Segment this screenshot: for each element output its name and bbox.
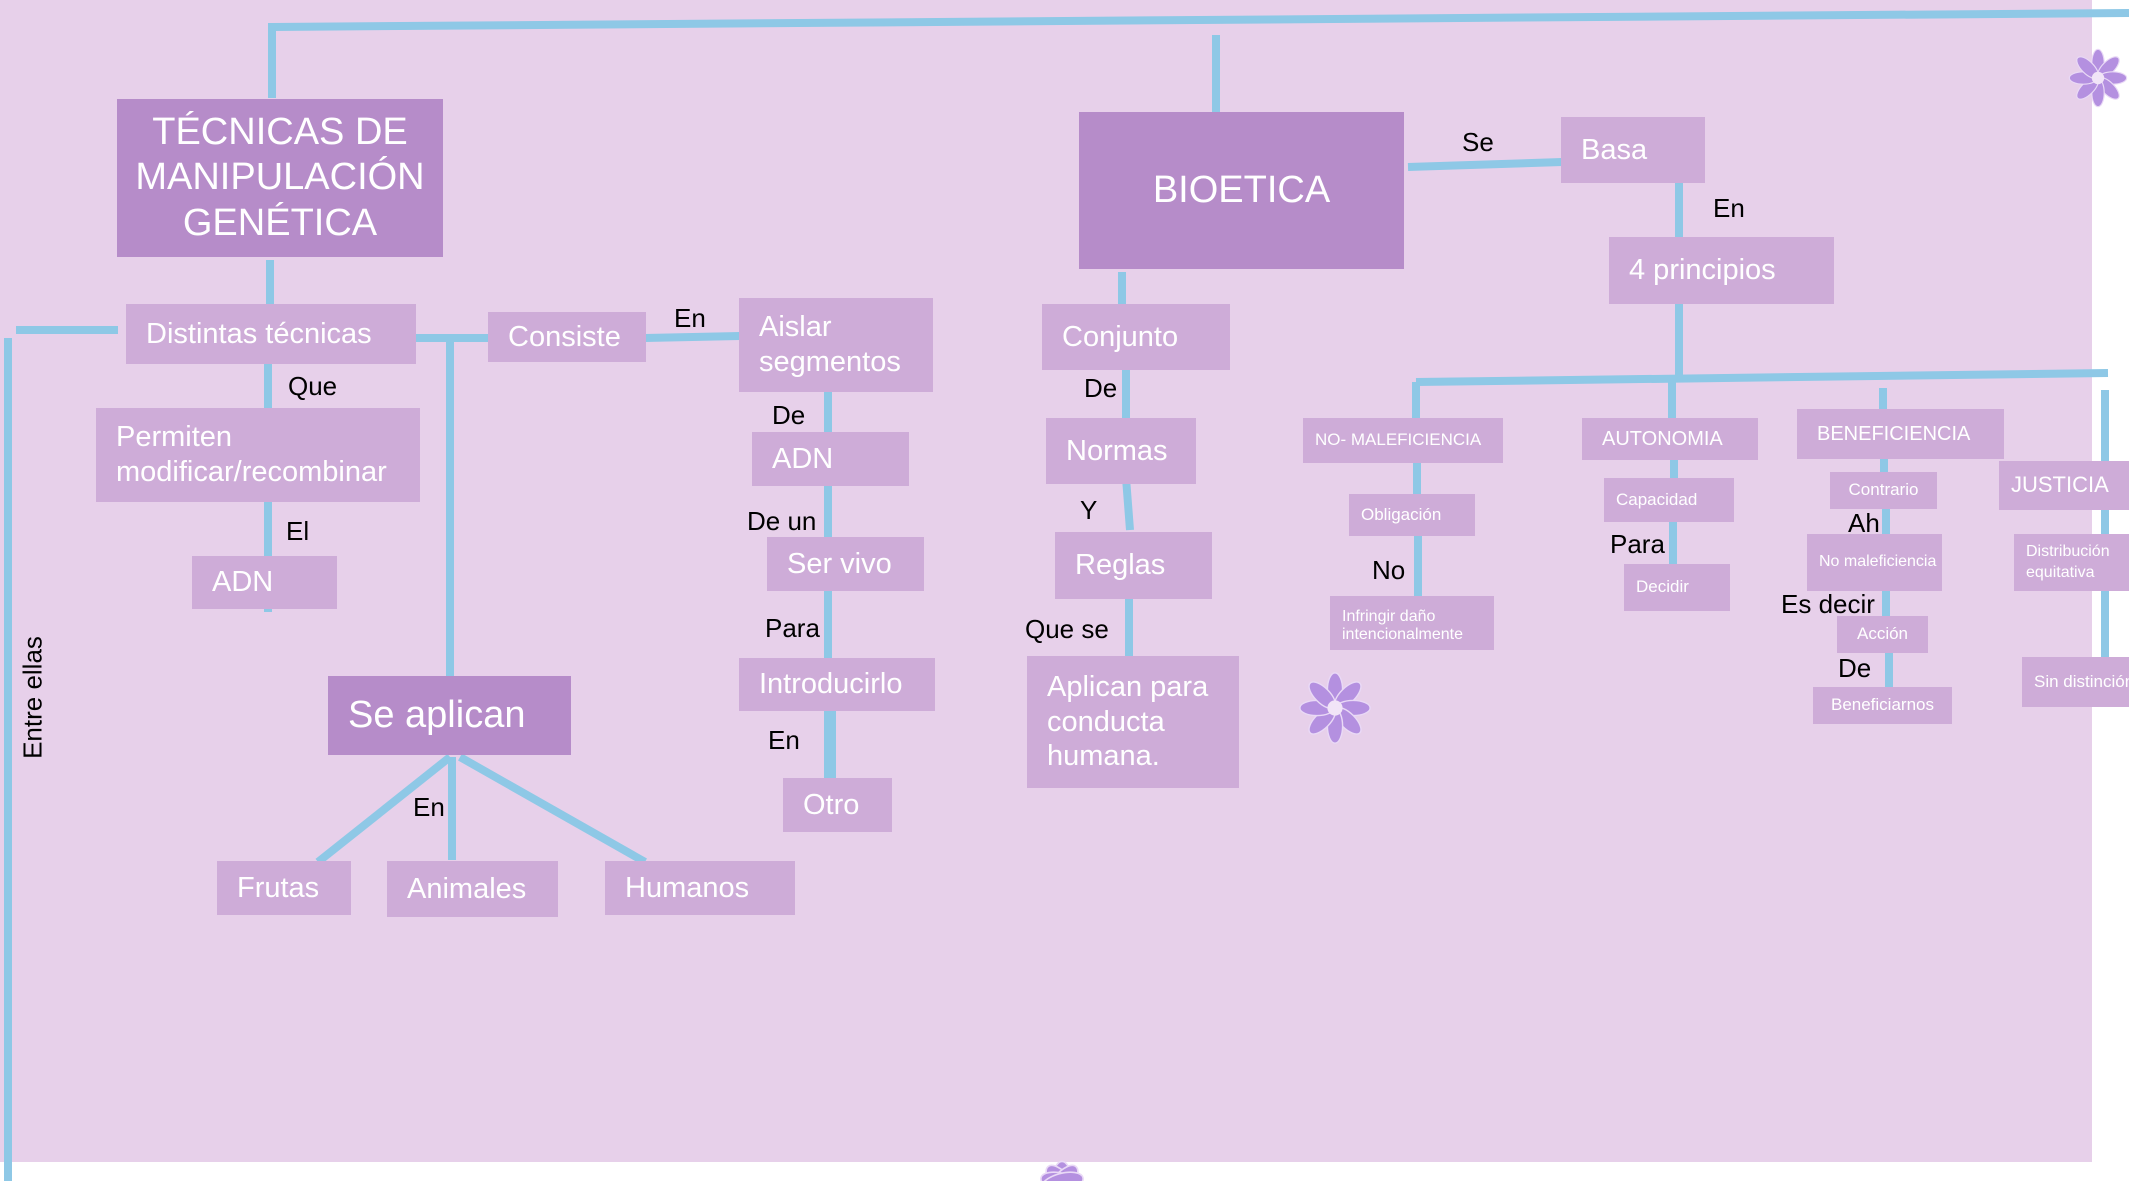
box-contrario: Contrario bbox=[1830, 472, 1937, 509]
box-ser-vivo: Ser vivo bbox=[767, 537, 924, 591]
box-otro: Otro bbox=[783, 778, 892, 832]
box-capacidad: Capacidad bbox=[1604, 478, 1734, 522]
box-distribucion: Distribución equitativa bbox=[2014, 534, 2129, 591]
label-que-se: Que se bbox=[1025, 614, 1109, 644]
box-beneficiencia: BENEFICIENCIA bbox=[1797, 409, 2004, 459]
box-basa: Basa bbox=[1561, 117, 1705, 183]
box-distintas-tecnicas: Distintas técnicas bbox=[126, 304, 416, 364]
box-decidir: Decidir bbox=[1624, 564, 1730, 611]
box-aislar-segmentos: Aislar segmentos bbox=[739, 298, 933, 392]
label-para: Para bbox=[765, 613, 820, 643]
label-de-beneficiarnos: De bbox=[1838, 653, 1872, 683]
box-normas: Normas bbox=[1046, 418, 1196, 484]
label-que: Que bbox=[288, 371, 338, 401]
flower-icon bbox=[1040, 1160, 1084, 1181]
box-obligacion: Obligación bbox=[1349, 494, 1475, 536]
box-beneficiarnos: Beneficiarnos bbox=[1813, 687, 1952, 724]
box-aplican-conducta: Aplican para conducta humana. bbox=[1027, 656, 1239, 788]
box-reglas: Reglas bbox=[1055, 532, 1212, 599]
label-para-decidir: Para bbox=[1610, 529, 1665, 559]
label-el: El bbox=[286, 516, 310, 546]
label-es-decir: Es decir bbox=[1781, 589, 1875, 619]
label-se: Se bbox=[1462, 127, 1494, 157]
box-justicia: JUSTICIA bbox=[1999, 461, 2129, 510]
label-en-aislar: En bbox=[674, 303, 706, 333]
box-conjunto: Conjunto bbox=[1042, 304, 1230, 370]
box-4-principios: 4 principios bbox=[1609, 237, 1834, 304]
box-consiste: Consiste bbox=[488, 312, 646, 362]
box-introducirlo: Introducirlo bbox=[739, 658, 935, 711]
box-animales: Animales bbox=[387, 861, 558, 917]
box-frutas: Frutas bbox=[217, 861, 351, 915]
box-no-maleficiencia-2: No maleficiencia bbox=[1807, 534, 1942, 591]
box-infringir: Infringir daño intencionalmente bbox=[1330, 596, 1494, 650]
label-en-principios: En bbox=[1713, 193, 1745, 223]
box-se-aplican: Se aplican bbox=[328, 676, 571, 755]
label-de: De bbox=[772, 400, 806, 430]
box-no-maleficiencia: NO- MALEFICIENCIA bbox=[1303, 418, 1503, 463]
box-autonomia: AUTONOMIA bbox=[1582, 418, 1758, 460]
label-en-frutas: En bbox=[413, 792, 445, 822]
box-sin-distincion: Sin distinción bbox=[2022, 657, 2129, 707]
box-permiten: Permiten modificar/recombinar bbox=[96, 408, 420, 502]
label-ah: Ah bbox=[1848, 508, 1880, 538]
label-de-normas: De bbox=[1084, 373, 1118, 403]
box-accion: Acción bbox=[1837, 616, 1928, 653]
title-tecnicas: TÉCNICAS DE MANIPULACIÓN GENÉTICA bbox=[117, 99, 443, 257]
title-bioetica: BIOETICA bbox=[1079, 112, 1404, 269]
flower-icon bbox=[1299, 672, 1371, 744]
box-humanos: Humanos bbox=[605, 861, 795, 915]
box-adn: ADN bbox=[192, 556, 337, 609]
label-entre-ellas: Entre ellas bbox=[17, 636, 48, 759]
label-de-un: De un bbox=[747, 506, 817, 536]
label-en-otro: En bbox=[768, 725, 800, 755]
flower-icon bbox=[2068, 48, 2128, 108]
label-y: Y bbox=[1080, 495, 1098, 525]
box-adn-2: ADN bbox=[752, 432, 909, 486]
label-no: No bbox=[1372, 555, 1406, 585]
